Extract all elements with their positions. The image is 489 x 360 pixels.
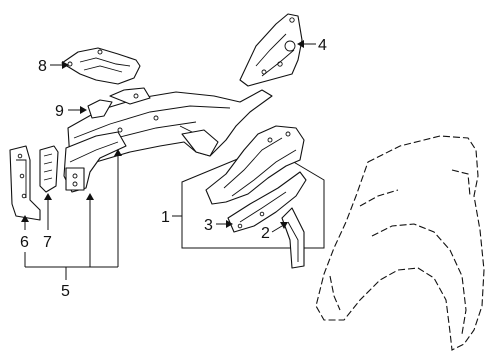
callout-1: 1: [161, 209, 170, 226]
part-4-pillar-bracket: [239, 13, 303, 87]
callout-8: 8: [38, 58, 47, 75]
part-1-apron: [205, 125, 305, 205]
part-8-bracket: [61, 47, 141, 85]
callout-6: 6: [20, 234, 29, 251]
callout-4: 4: [318, 37, 327, 54]
part-7-bracket: [39, 145, 59, 193]
callout-7: 7: [43, 234, 52, 251]
part-6-plate: [9, 145, 41, 221]
callout-3: 3: [204, 217, 213, 234]
fender-outline: [315, 135, 485, 351]
callout-9: 9: [55, 103, 64, 120]
lower-rail: [63, 131, 127, 193]
callout-5: 5: [61, 283, 70, 300]
leader-lines: [21, 40, 316, 280]
part-2-bracket: [281, 207, 305, 269]
part-3-bracket: [227, 171, 307, 233]
callout-labels: 8 4 9 1 3 2 6 7 5: [20, 37, 327, 300]
callout-2: 2: [261, 225, 270, 242]
